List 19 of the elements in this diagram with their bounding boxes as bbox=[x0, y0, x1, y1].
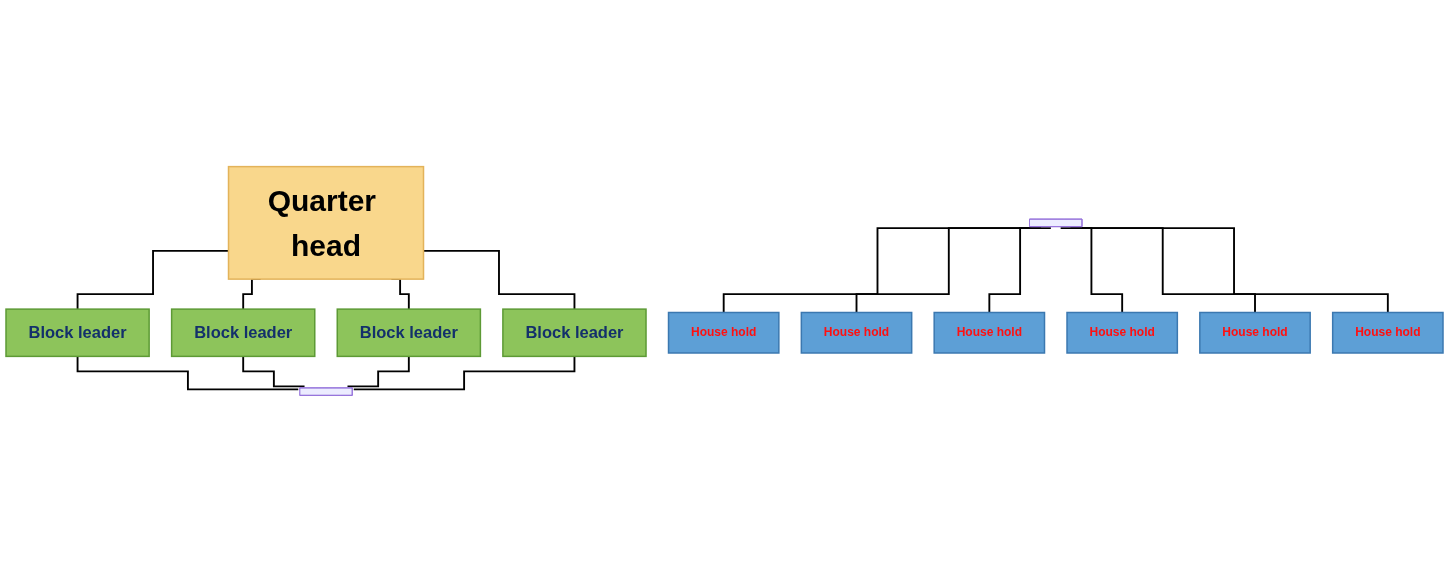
node-box: House hold bbox=[1066, 311, 1179, 354]
node-box: Quarter head bbox=[227, 165, 425, 280]
node-box: House hold bbox=[933, 311, 1046, 354]
node-box: House hold bbox=[1199, 311, 1311, 354]
node-box: House hold bbox=[800, 311, 913, 354]
node-box: Block leader bbox=[5, 308, 150, 358]
connector bbox=[988, 227, 1052, 314]
connector bbox=[1059, 227, 1124, 314]
connector bbox=[346, 355, 410, 388]
connector bbox=[352, 355, 576, 391]
connector bbox=[1079, 227, 1389, 314]
connector bbox=[242, 355, 306, 388]
node-box: Block leader bbox=[502, 308, 647, 358]
node-box: Block leader bbox=[336, 308, 482, 358]
node-box: House hold bbox=[1331, 311, 1444, 354]
node-box: Block leader bbox=[170, 308, 316, 358]
connector bbox=[76, 355, 300, 391]
connector bbox=[1069, 227, 1256, 314]
node-box: House hold bbox=[667, 311, 780, 354]
